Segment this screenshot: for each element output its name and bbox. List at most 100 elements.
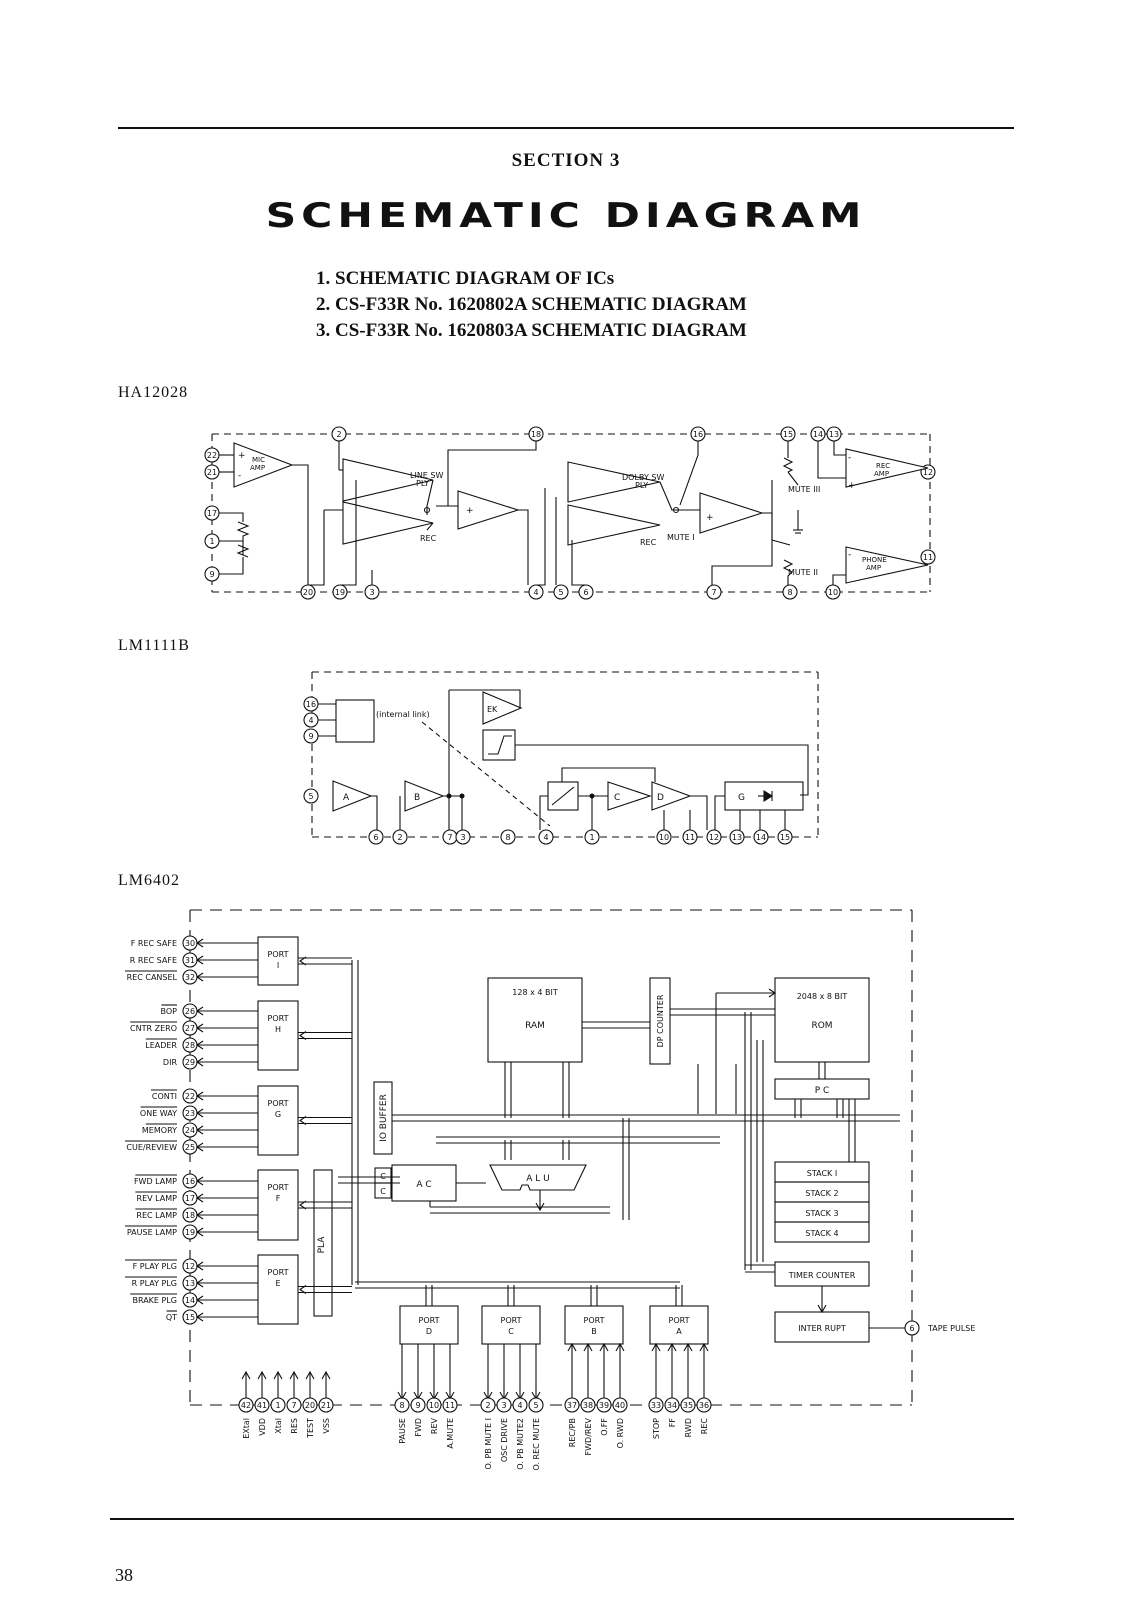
phone-amp-minus: - bbox=[848, 550, 851, 560]
lm1111b-bottom-pin bbox=[368, 829, 384, 845]
lm6402-bottom-pin-num: 33 bbox=[651, 1401, 661, 1410]
tape-pulse-pin bbox=[904, 1320, 920, 1336]
rec-amp-plus: + bbox=[848, 481, 856, 491]
lm6402-bottom-pin bbox=[596, 1397, 612, 1413]
contents-item-1: 1. SCHEMATIC DIAGRAM OF ICs bbox=[316, 268, 615, 289]
lm6402-bottom-label: FWD/REV bbox=[584, 1417, 593, 1455]
lm6402-bottom-pin bbox=[680, 1397, 696, 1413]
input-arrow bbox=[699, 1342, 709, 1352]
port-C bbox=[481, 1305, 541, 1345]
tape-pulse-label: TAPE PULSE bbox=[927, 1324, 975, 1333]
lm6402-bottom-pin-num: 34 bbox=[667, 1401, 677, 1410]
lm6402-bottom-pin bbox=[648, 1397, 664, 1413]
ha12028-bottom-pin bbox=[553, 584, 569, 600]
supply-arrow bbox=[273, 1370, 283, 1380]
rec-amp bbox=[845, 448, 929, 488]
lm1111b-bottom-pin-num: 14 bbox=[756, 833, 766, 842]
lm6402-bottom-pin bbox=[696, 1397, 712, 1413]
lm6402-bottom-label: FF bbox=[668, 1418, 677, 1428]
pc-label: P C bbox=[815, 1086, 830, 1096]
mic-amp-plus: + bbox=[238, 451, 246, 461]
bottom-rule bbox=[110, 1518, 1014, 1520]
io-buffer-label: IO BUFFER bbox=[379, 1094, 389, 1142]
port-I bbox=[257, 936, 299, 986]
ha12028-top-pin-num: 15 bbox=[783, 430, 793, 439]
input-arrow bbox=[599, 1342, 609, 1352]
ha12028-bottom-pin-num: 10 bbox=[828, 588, 838, 597]
lm6402-left-pin-num: 19 bbox=[185, 1228, 195, 1237]
c-flag-2 bbox=[374, 1182, 392, 1199]
amp-a-label: A bbox=[343, 793, 350, 803]
lm6402-left-pin-num: 17 bbox=[185, 1194, 195, 1203]
mic-amp-label-2: AMP bbox=[250, 464, 265, 472]
lm1111b-bottom-pin bbox=[392, 829, 408, 845]
port-name: PORT bbox=[669, 1316, 690, 1325]
wire bbox=[292, 464, 309, 585]
block-g-label: G bbox=[738, 793, 745, 803]
ha12028-bottom-pin-num: 7 bbox=[711, 588, 716, 597]
wire bbox=[771, 480, 791, 546]
input-arrow bbox=[196, 955, 204, 965]
lm6402-bottom-pin bbox=[302, 1397, 318, 1413]
lm6402-bottom-pin bbox=[664, 1397, 680, 1413]
lm6402-left-pin-num: 29 bbox=[185, 1058, 195, 1067]
resistor bbox=[236, 521, 250, 555]
lm6402-bottom-label: RES bbox=[290, 1418, 299, 1434]
port-name: PORT bbox=[268, 1183, 289, 1192]
rec-amp-minus: - bbox=[848, 453, 851, 463]
node-dot bbox=[459, 793, 465, 799]
ha12028-right-pin-num: 11 bbox=[923, 553, 933, 562]
alu-out-arrow bbox=[535, 1202, 545, 1212]
port-name: PORT bbox=[268, 1268, 289, 1277]
pla-block bbox=[313, 1169, 333, 1317]
port-id: E bbox=[275, 1279, 280, 1288]
rec-amp-label-1: REC bbox=[876, 462, 890, 470]
lm6402-bottom-label: TEST bbox=[306, 1418, 315, 1439]
lm6402-bottom-label: RWD bbox=[684, 1418, 693, 1437]
lm6402-bottom-pin bbox=[286, 1397, 302, 1413]
wire bbox=[787, 471, 799, 486]
bus-arrow bbox=[299, 956, 307, 966]
amp-b-label: B bbox=[414, 793, 420, 803]
lm6402-left-pin-num: 28 bbox=[185, 1041, 195, 1050]
lm6402-bottom-pin bbox=[442, 1397, 458, 1413]
buffer-amp-plus: + bbox=[466, 506, 474, 516]
mute2-label: MUTE II bbox=[788, 568, 818, 577]
phone-amp-label-2: AMP bbox=[866, 564, 881, 572]
lm6402-pin-label: BOP bbox=[161, 1007, 178, 1016]
ha12028-left-pin-num: 1 bbox=[209, 537, 214, 546]
lm1111b-bottom-pin-num: 15 bbox=[780, 833, 790, 842]
lm6402-pin-label: ONE WAY bbox=[140, 1109, 177, 1118]
lm6402-left-pin-num: 27 bbox=[185, 1024, 195, 1033]
input-arrow bbox=[196, 1125, 204, 1135]
ha12028-bottom-pin-num: 8 bbox=[787, 588, 792, 597]
lm1111b-left-pin bbox=[303, 788, 319, 804]
lm1111b-bottom-pin-num: 11 bbox=[685, 833, 695, 842]
lm6402-bottom-pin bbox=[238, 1397, 254, 1413]
lm6402-bottom-label: REC bbox=[700, 1418, 709, 1435]
port-id: D bbox=[426, 1327, 432, 1336]
lm6402-bottom-pin bbox=[580, 1397, 596, 1413]
mic-amp-minus: - bbox=[238, 471, 241, 481]
port-id: B bbox=[591, 1327, 597, 1336]
lm1111b-left-pin-num: 4 bbox=[308, 716, 313, 725]
stack-label: STACK I bbox=[807, 1169, 837, 1178]
lm6402-pin-label: R REC SAFE bbox=[130, 956, 177, 965]
wire bbox=[443, 795, 463, 830]
mute3-label: MUTE III bbox=[788, 485, 820, 494]
c-flag-label-2: C bbox=[380, 1187, 386, 1196]
ha12028-bottom-pin-num: 4 bbox=[533, 588, 538, 597]
port-E bbox=[257, 1254, 299, 1325]
rec-amp-label-2: AMP bbox=[874, 470, 889, 478]
lm6402-bottom-pin bbox=[410, 1397, 426, 1413]
wire bbox=[659, 481, 700, 511]
input-arrow bbox=[196, 1295, 204, 1305]
wire bbox=[571, 540, 586, 586]
input-arrow bbox=[196, 1091, 204, 1101]
lm6402-bottom-pin-num: 7 bbox=[291, 1401, 296, 1410]
lm1111b-bottom-pin-num: 13 bbox=[732, 833, 742, 842]
lm1111b-bottom-pin-num: 7 bbox=[447, 833, 452, 842]
lm6402-bottom-pin-num: 20 bbox=[305, 1401, 315, 1410]
ha12028-bottom-pin bbox=[706, 584, 722, 600]
bus-arrow bbox=[299, 1031, 307, 1040]
